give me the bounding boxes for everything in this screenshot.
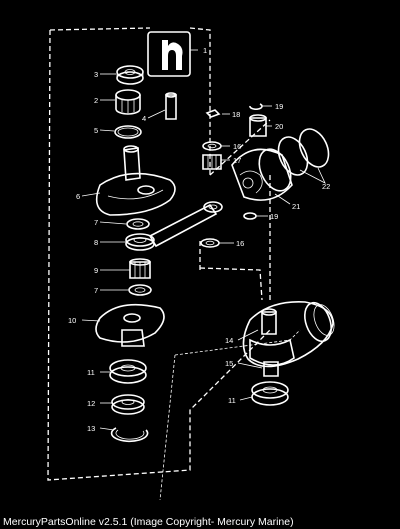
callout-13: 13: [87, 424, 95, 433]
part-10-crankshaft-lower: [95, 303, 165, 347]
callout-17: 17: [233, 156, 241, 165]
callout-19-top: 19: [275, 102, 283, 111]
part-22-piston-rings: [277, 128, 330, 176]
part-16-washer-bottom: [200, 238, 220, 248]
part-17-needle-bearing: [202, 154, 222, 170]
part-2-roller-bearing: [115, 89, 141, 115]
callout-11-left: 11: [87, 368, 95, 377]
part-20-wrist-pin: [249, 114, 267, 137]
part-19-circlip-bottom: [243, 212, 257, 220]
n-glyph-inset-icon: [162, 40, 183, 70]
copyright-caption: MercuryPartsOnline v2.5.1 (Image Copyrig…: [3, 516, 294, 528]
part-7-thrust-washer-lower: [128, 284, 152, 296]
callout-5: 5: [94, 126, 98, 135]
part-12-seal: [111, 394, 145, 415]
part-21-piston: [231, 148, 293, 201]
callout-16-bottom: 16: [236, 239, 244, 248]
part-18-key: [205, 109, 221, 118]
callout-19-bottom: 19: [270, 212, 278, 221]
assembled-crank-and-rod: [242, 301, 335, 377]
callouts: 1 3 2 4 5 6 7 8 9 7 10 11 12 13 18 19 20…: [68, 46, 330, 433]
part-13-retaining-ring: [110, 427, 149, 443]
part-3-bearing: [116, 65, 144, 85]
callout-11-right: 11: [228, 396, 236, 405]
callout-20: 20: [275, 122, 283, 131]
callout-21: 21: [292, 202, 300, 211]
callout-18: 18: [232, 110, 240, 119]
callout-1: 1: [203, 46, 207, 55]
callout-8: 8: [94, 238, 98, 247]
callout-10: 10: [68, 316, 76, 325]
callout-2: 2: [94, 96, 98, 105]
part-4-pin: [165, 92, 177, 120]
callout-22: 22: [322, 182, 330, 191]
callout-16-top: 16: [233, 142, 241, 151]
connecting-rod: [148, 201, 223, 248]
callout-15: 15: [225, 359, 233, 368]
assembly-boundary: [47, 27, 301, 501]
part-11-ball-bearing-left: [109, 359, 147, 384]
callout-6: 6: [76, 192, 80, 201]
callout-4: 4: [142, 114, 146, 123]
callout-7-upper: 7: [94, 218, 98, 227]
part-5-o-ring: [114, 125, 142, 139]
inset-glyph-box: [147, 31, 198, 77]
callout-7-lower: 7: [94, 286, 98, 295]
part-7-thrust-washer-upper: [126, 218, 150, 230]
callout-14: 14: [225, 336, 233, 345]
part-16-washer-top: [202, 141, 222, 151]
exploded-parts-diagram: 1 3 2 4 5 6 7 8 9 7 10 11 12 13 18 19 20…: [47, 27, 335, 501]
callout-3: 3: [94, 70, 98, 79]
callout-12: 12: [87, 399, 95, 408]
callout-9: 9: [94, 266, 98, 275]
part-19-circlip-top: [249, 103, 263, 111]
part-9-roller-bearing: [129, 258, 151, 279]
part-6-crankshaft-upper: [95, 145, 176, 216]
leader-lines: [81, 73, 326, 431]
part-11-ball-bearing-right: [251, 381, 289, 406]
